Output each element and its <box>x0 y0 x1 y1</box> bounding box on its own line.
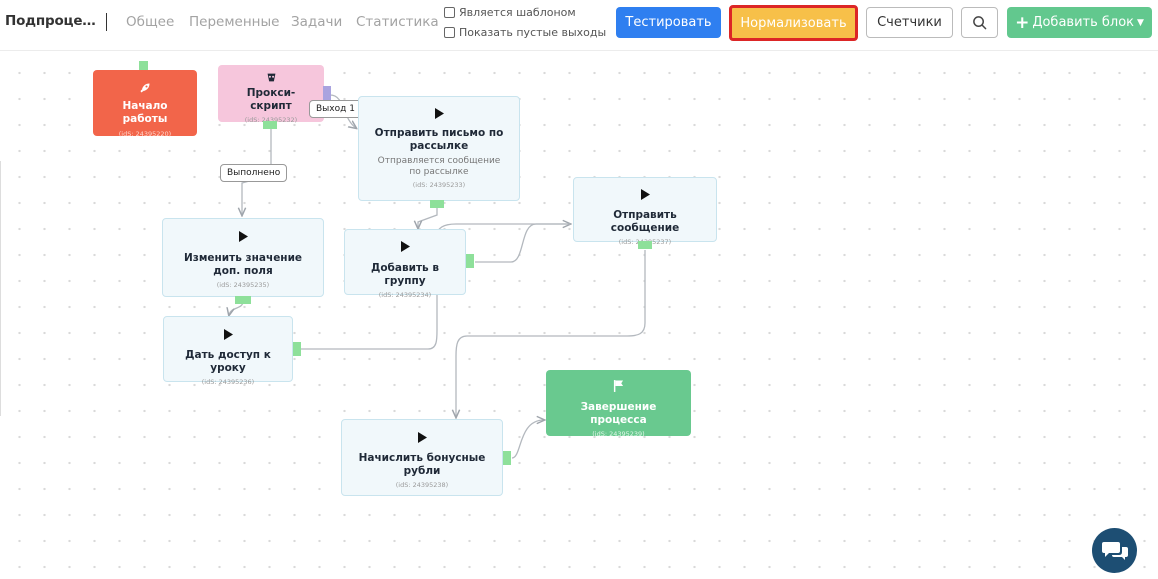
node-title: Начислить бонусные рубли <box>358 452 486 477</box>
counters-button[interactable]: Счетчики <box>866 7 953 38</box>
top-toolbar: Подпроце… Общее Переменные Задачи Статис… <box>0 0 1158 51</box>
tab-variables[interactable]: Переменные <box>189 14 280 30</box>
node-port[interactable] <box>235 296 251 304</box>
node-send-message[interactable]: Отправить сообщение (idS: 24395237) <box>573 177 717 246</box>
node-title: Прокси-скрипт <box>246 87 296 112</box>
node-title: Отправить сообщение <box>610 209 680 234</box>
node-port[interactable] <box>293 342 301 356</box>
node-port[interactable] <box>263 121 277 129</box>
flag-icon <box>613 380 624 392</box>
node-add-bonus[interactable]: Начислить бонусные рубли (idS: 24395238) <box>341 419 503 496</box>
checkbox-is-template[interactable]: Является шаблоном <box>444 6 576 19</box>
chat-bubbles-icon <box>1101 541 1128 560</box>
play-icon <box>435 108 444 119</box>
node-id: (idS: 24395234) <box>378 291 432 299</box>
node-start[interactable]: Начало работы (idS: 24395220) <box>93 70 197 138</box>
play-icon <box>401 241 410 252</box>
node-send-mailing[interactable]: Отправить письмо по рассылке Отправляетс… <box>358 96 520 201</box>
search-button[interactable] <box>961 7 998 38</box>
node-port[interactable] <box>430 200 444 208</box>
node-port[interactable] <box>139 61 148 70</box>
node-subtitle: Отправляется сообщение по рассылке <box>377 156 501 177</box>
tab-general[interactable]: Общее <box>126 14 175 30</box>
node-add-to-group[interactable]: Добавить в группу (idS: 24395234) <box>344 229 466 299</box>
node-id: (idS: 24395238) <box>395 481 449 489</box>
tab-tasks[interactable]: Задачи <box>291 14 343 30</box>
canvas-left-edge <box>0 161 1 416</box>
edge-label-exit-1[interactable]: Выход 1 <box>309 100 362 118</box>
plus-icon: + <box>1015 12 1030 33</box>
node-port[interactable] <box>466 254 474 268</box>
search-icon <box>973 16 987 30</box>
node-id: (idS: 24395233) <box>412 181 466 189</box>
node-port-exit[interactable] <box>323 86 331 100</box>
tab-statistics[interactable]: Статистика <box>356 14 439 30</box>
play-icon <box>224 329 233 340</box>
node-id: (idS: 24395220) <box>118 130 172 138</box>
normalize-button[interactable]: Нормализовать <box>729 5 858 41</box>
node-id: (idS: 24395236) <box>201 378 255 386</box>
node-proxy-script[interactable]: Прокси-скрипт (idS: 24395232) <box>218 65 324 124</box>
checkbox-box[interactable] <box>444 7 455 18</box>
node-port[interactable] <box>638 241 652 249</box>
play-icon <box>641 189 650 200</box>
node-title: Дать доступ к уроку <box>185 349 271 374</box>
node-title: Изменить значение доп. поля <box>183 252 303 277</box>
process-title: Подпроце… <box>5 13 96 29</box>
node-id: (idS: 24395235) <box>216 281 270 289</box>
caret-down-icon: ▼ <box>1137 17 1144 28</box>
node-title: Добавить в группу <box>370 262 439 287</box>
node-title: Отправить письмо по рассылке <box>374 127 504 152</box>
checkbox-label: Является шаблоном <box>459 6 576 19</box>
add-block-button[interactable]: + Добавить блок ▼ <box>1007 7 1152 38</box>
checkbox-box[interactable] <box>444 27 455 38</box>
play-icon <box>239 231 248 242</box>
script-icon <box>267 73 275 82</box>
checkbox-show-empty-outputs[interactable]: Показать пустые выходы <box>444 26 606 39</box>
edge-label-done[interactable]: Выполнено <box>220 164 288 182</box>
chat-button[interactable] <box>1092 528 1137 573</box>
node-end-process[interactable]: Завершение процесса (idS: 24395239) <box>546 370 691 438</box>
test-button[interactable]: Тестировать <box>616 7 721 38</box>
node-id: (idS: 24395232) <box>244 116 298 124</box>
node-title: Начало работы <box>122 100 168 125</box>
node-id: (idS: 24395239) <box>592 430 645 438</box>
rocket-icon <box>140 83 150 93</box>
play-icon <box>418 432 427 443</box>
checkbox-label: Показать пустые выходы <box>459 26 607 39</box>
node-title: Завершение процесса <box>580 401 657 426</box>
node-give-lesson-access[interactable]: Дать доступ к уроку (idS: 24395236) <box>163 316 293 386</box>
add-block-label: Добавить блок <box>1032 15 1135 30</box>
title-divider <box>106 13 107 31</box>
node-port[interactable] <box>503 451 511 465</box>
node-change-field[interactable]: Изменить значение доп. поля (idS: 243952… <box>162 218 324 297</box>
